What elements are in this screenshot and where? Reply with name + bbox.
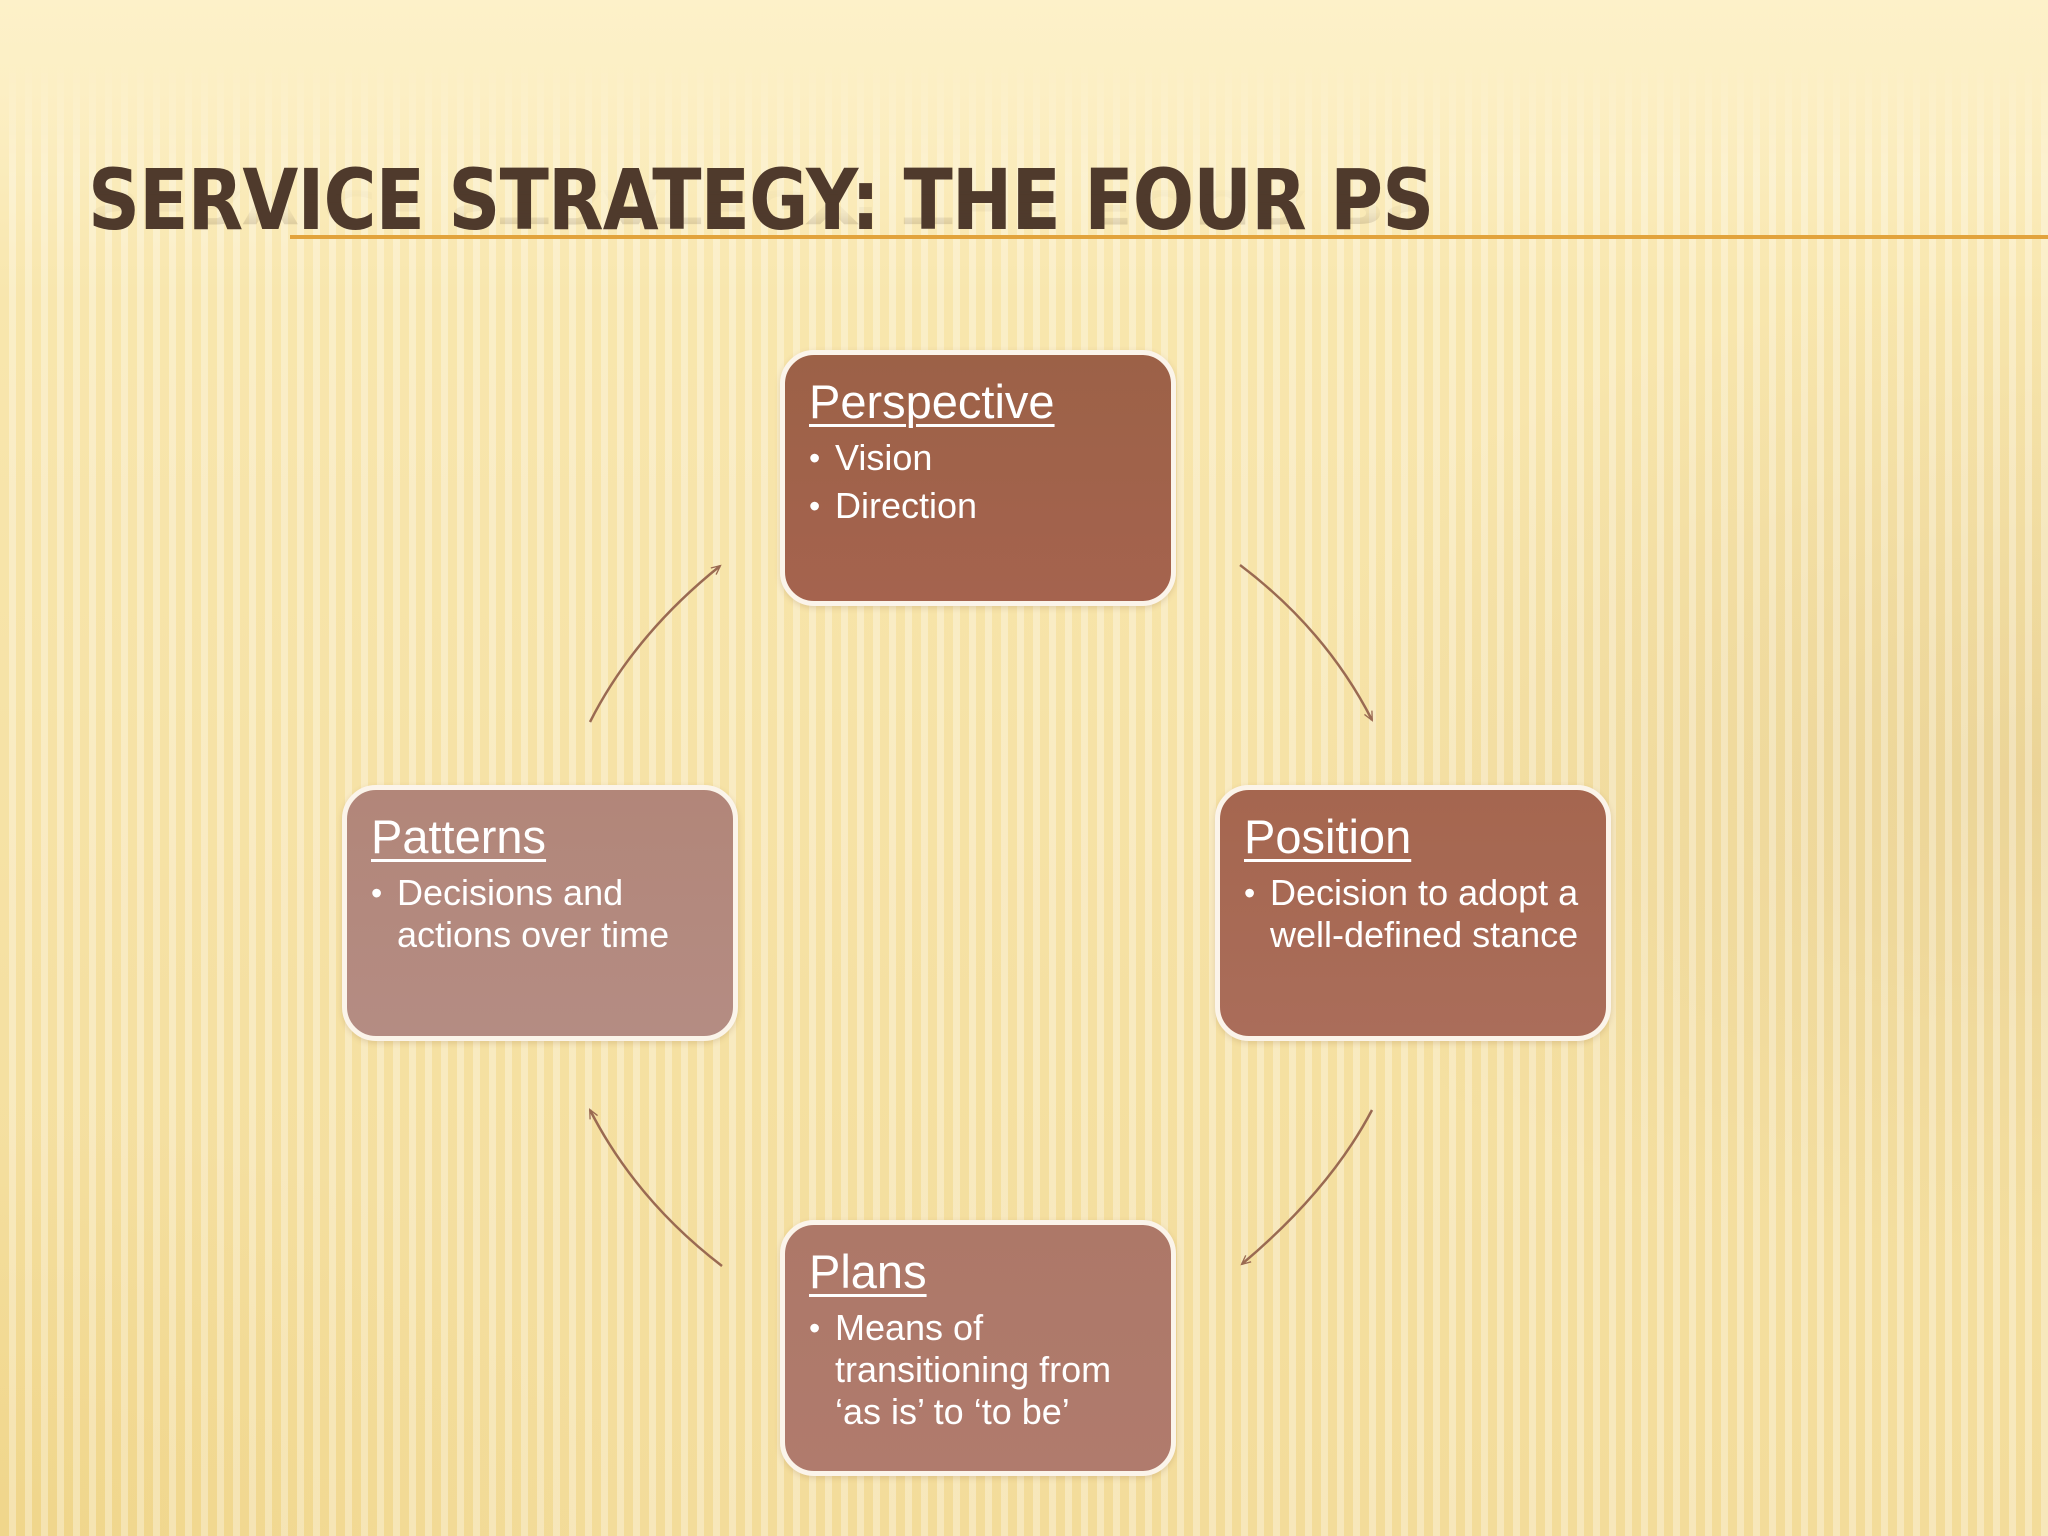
node-position-bullet: Decision to adopt a well-defined stance <box>1244 872 1582 956</box>
node-plans: Plans Means of transitioning from ‘as is… <box>780 1220 1176 1476</box>
node-patterns: Patterns Decisions and actions over time <box>342 785 738 1041</box>
arrow-perspective-to-position <box>1239 564 1374 722</box>
node-position: Position Decision to adopt a well-define… <box>1215 785 1611 1041</box>
node-perspective-bullet: Vision <box>809 437 1147 479</box>
node-perspective-bullet: Direction <box>809 485 1147 527</box>
arrow-patterns-to-perspective <box>588 564 722 723</box>
node-perspective: Perspective Vision Direction <box>780 350 1176 606</box>
node-patterns-bullets: Decisions and actions over time <box>371 872 709 956</box>
node-position-title: Position <box>1244 810 1412 863</box>
node-plans-title: Plans <box>809 1245 927 1298</box>
node-perspective-bullets: Vision Direction <box>809 437 1147 527</box>
arrow-plans-to-patterns <box>588 1108 723 1267</box>
node-plans-bullet: Means of transitioning from ‘as is’ to ‘… <box>809 1307 1147 1433</box>
title-underline-rule <box>290 235 2048 239</box>
node-plans-bullets: Means of transitioning from ‘as is’ to ‘… <box>809 1307 1147 1433</box>
node-position-bullets: Decision to adopt a well-defined stance <box>1244 872 1582 956</box>
node-patterns-title: Patterns <box>371 810 547 863</box>
slide-title: SERVICE STRATEGY: THE FOUR PS <box>88 151 1434 249</box>
node-patterns-bullet: Decisions and actions over time <box>371 872 709 956</box>
node-perspective-title: Perspective <box>809 375 1055 428</box>
title-area: SERVICE STRATEGY: THE FOUR PS SERVICE ST… <box>88 150 1652 260</box>
arrow-position-to-plans <box>1240 1109 1374 1266</box>
